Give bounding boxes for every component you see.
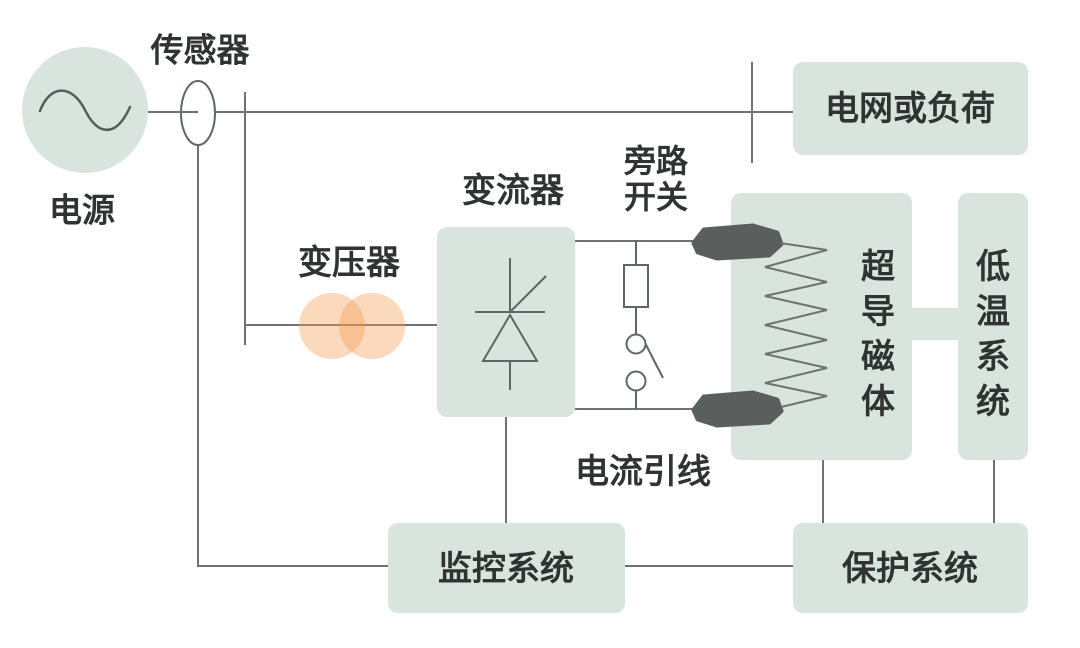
protection-system-label: 保护系统 <box>842 549 978 589</box>
protection-system-box <box>793 523 1028 613</box>
svg-text:低: 低 <box>976 247 1010 287</box>
bypass-switch-label-line1: 旁路 <box>623 142 689 180</box>
converter-label: 变流器 <box>462 171 565 211</box>
svg-text:统: 统 <box>976 382 1010 422</box>
bypass-switch-icon <box>623 241 664 409</box>
bypass-switch-label-line2: 开关 <box>624 178 688 216</box>
svg-text:磁: 磁 <box>861 337 895 377</box>
cryogenic-system-label: 低 温 系 统 <box>976 247 1010 422</box>
ac-sine-icon <box>38 89 132 132</box>
superconducting-magnet-box <box>731 193 912 460</box>
svg-text:超: 超 <box>861 247 896 287</box>
current-lead-bottom-icon <box>691 390 784 428</box>
switch-contact-top <box>625 333 647 355</box>
magnet-cryo-connector <box>912 308 958 340</box>
transformer-label: 变压器 <box>298 243 401 283</box>
power-label: 电源 <box>49 191 115 230</box>
grid-or-load-box <box>793 62 1028 155</box>
sensor-to-monitoring-line <box>197 145 388 567</box>
grid-or-load-label: 电网或负荷 <box>825 89 995 129</box>
thyristor-icon <box>475 258 547 390</box>
magnet-coil-icon <box>764 242 828 408</box>
monitoring-system-label: 监控系统 <box>438 549 574 589</box>
current-leads-label: 电流引线 <box>575 452 711 492</box>
current-lead-top-icon <box>691 223 784 261</box>
superconducting-magnet-label: 超 导 磁 体 <box>861 247 896 422</box>
cryogenic-system-box <box>958 193 1028 460</box>
transformer-circle-right <box>339 293 405 359</box>
sensor-label: 传感器 <box>150 31 251 70</box>
monitoring-system-box <box>388 523 625 613</box>
switch-contact-bottom <box>625 370 647 392</box>
transformer-circle-left <box>299 293 365 359</box>
resistor-icon <box>623 264 649 308</box>
svg-text:导: 导 <box>861 292 895 332</box>
svg-text:体: 体 <box>861 382 895 422</box>
svg-text:温: 温 <box>976 292 1010 332</box>
transformer-icon <box>299 293 405 359</box>
svg-text:系: 系 <box>976 337 1010 377</box>
